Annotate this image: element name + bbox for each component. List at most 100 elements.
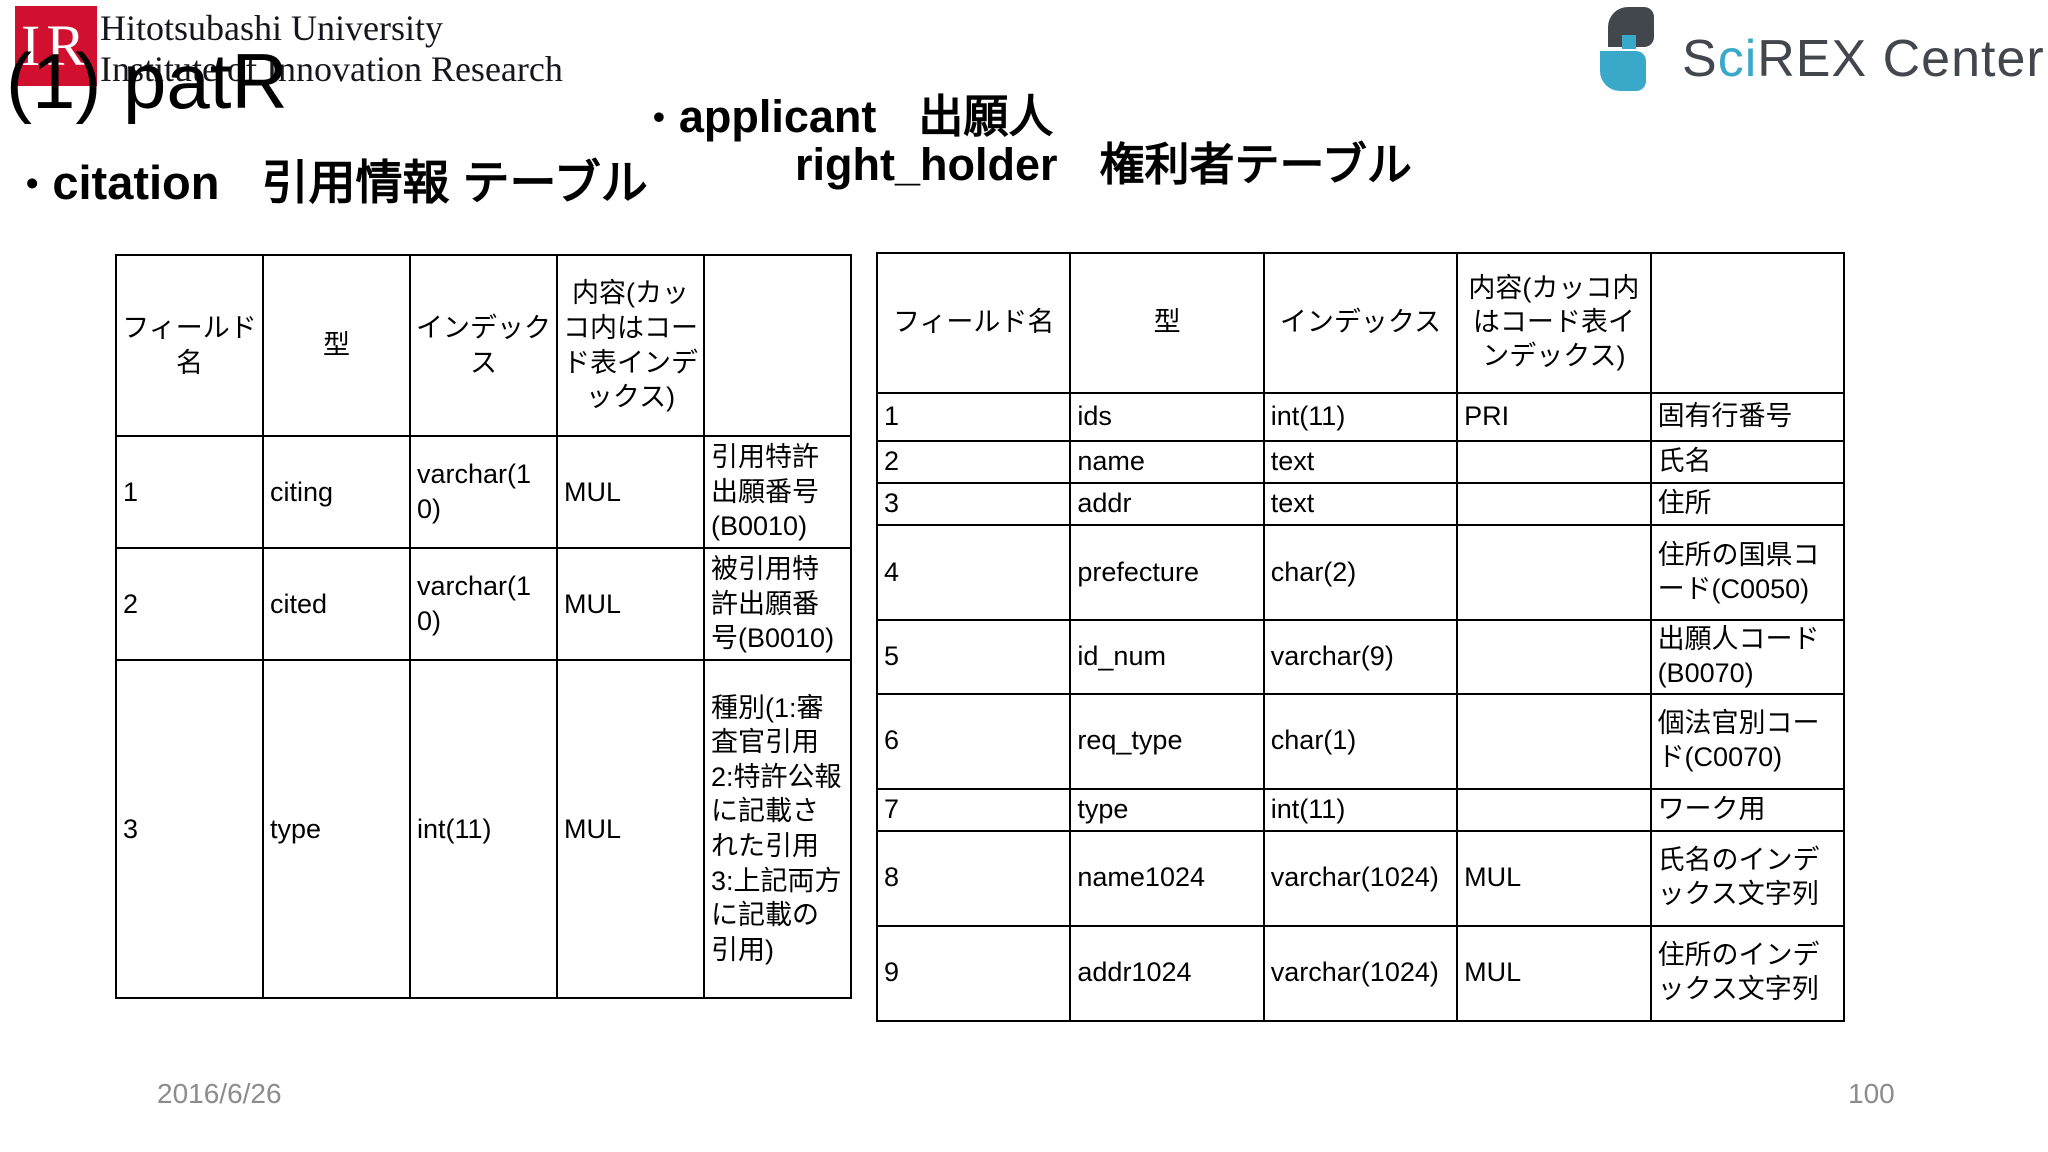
- scirex-icon-teal-shape: [1600, 51, 1646, 91]
- table-cell: name1024: [1069, 829, 1265, 927]
- table-cell: [1456, 787, 1652, 832]
- table-cell: type: [262, 659, 411, 999]
- table-cell: 被引用特許出願番号(B0010): [703, 547, 852, 661]
- university-logo-icon: IR: [15, 6, 97, 86]
- table-cell: MUL: [556, 547, 705, 661]
- column-header: 型: [1069, 252, 1265, 394]
- table-cell: 5: [875, 619, 1072, 695]
- table-cell: 氏名のインデックス文字列: [1649, 829, 1846, 927]
- table-cell: 6: [875, 692, 1072, 790]
- footer-date: 2016/6/26: [157, 1078, 282, 1109]
- scirex-logo-text: SciREX Center: [1682, 29, 2045, 89]
- table-cell: MUL: [556, 659, 705, 999]
- table-cell: int(11): [1262, 392, 1459, 442]
- table-cell: 2: [875, 440, 1072, 484]
- table-cell: MUL: [1456, 829, 1652, 927]
- column-header: フィールド名: [875, 252, 1072, 394]
- table-cell: 固有行番号: [1649, 392, 1846, 442]
- table-cell: 3: [115, 659, 264, 999]
- table-cell: varchar(10): [409, 435, 558, 549]
- column-header: 内容(カッコ内はコード表インデックス): [556, 254, 705, 437]
- university-name: Hitotsubashi University Institute of Inn…: [100, 8, 563, 90]
- table-cell: ワーク用: [1649, 787, 1846, 832]
- scirex-logo-icon: [1600, 7, 1654, 91]
- scirex-text-ci: ci: [1717, 30, 1758, 88]
- scirex-logo: SciREX Center: [1598, 7, 2048, 97]
- university-logo-letters: IR: [21, 13, 91, 78]
- table-cell: 住所: [1649, 482, 1846, 526]
- table-cell: 9: [875, 924, 1072, 1022]
- right-holder-table-label: 権利者テーブル: [1099, 139, 1412, 190]
- column-header: 内容(カッコ内はコード表インデックス): [1456, 252, 1652, 394]
- table-header-row: フィールド名型インデックス内容(カッコ内はコード表インデックス): [115, 254, 852, 437]
- table-cell: [1456, 440, 1652, 484]
- table-cell: text: [1262, 482, 1459, 526]
- bullet-icon: •: [653, 97, 665, 136]
- table-cell: PRI: [1456, 392, 1652, 442]
- table-cell: 個法官別コード(C0070): [1649, 692, 1846, 790]
- table-cell: [1456, 524, 1652, 621]
- table-cell: varchar(9): [1262, 619, 1459, 695]
- table-cell: int(11): [409, 659, 558, 999]
- column-header: フィールド名: [115, 254, 264, 437]
- table-cell: varchar(1024): [1262, 924, 1459, 1022]
- table-cell: 住所の国県コード(C0050): [1649, 524, 1846, 621]
- table-cell: MUL: [1456, 924, 1652, 1022]
- column-header: [1649, 252, 1846, 394]
- table-cell: MUL: [556, 435, 705, 549]
- table-cell: varchar(10): [409, 547, 558, 661]
- right-holder-section-heading: right_holder 権利者テーブル: [795, 128, 1412, 193]
- table-cell: prefecture: [1069, 524, 1265, 621]
- column-header: 型: [262, 254, 411, 437]
- table-cell: id_num: [1069, 619, 1265, 695]
- university-name-line2: Institute of Innovation Research: [100, 49, 563, 89]
- table-cell: 3: [875, 482, 1072, 526]
- table-cell: 住所のインデックス文字列: [1649, 924, 1846, 1022]
- table-cell: addr: [1069, 482, 1265, 526]
- applicant-table-name: applicant: [678, 91, 877, 142]
- table-cell: char(1): [1262, 692, 1459, 790]
- table-header-row: フィールド名型インデックス内容(カッコ内はコード表インデックス): [875, 252, 1846, 394]
- table-cell: cited: [262, 547, 411, 661]
- right-holder-table-name: right_holder: [795, 139, 1058, 190]
- table-cell: 2: [115, 547, 264, 661]
- scirex-text-s: S: [1682, 30, 1718, 88]
- table-cell: int(11): [1262, 787, 1459, 832]
- table-cell: char(2): [1262, 524, 1459, 621]
- table-cell: 7: [875, 787, 1072, 832]
- table-cell: 種別(1:審査官引用 2:特許公報に記載された引用 3:上記両方に記載の引用): [703, 659, 852, 999]
- table-cell: type: [1069, 787, 1265, 832]
- scirex-text-rest: REX Center: [1757, 30, 2045, 88]
- table-cell: [1456, 692, 1652, 790]
- table-cell: varchar(1024): [1262, 829, 1459, 927]
- table-cell: [1456, 482, 1652, 526]
- table-cell: ids: [1069, 392, 1265, 442]
- citation-table-label: 引用情報 テーブル: [261, 156, 648, 209]
- table-cell: 8: [875, 829, 1072, 927]
- table-cell: addr1024: [1069, 924, 1265, 1022]
- citation-table-name: citation: [52, 156, 220, 209]
- table-cell: 1: [115, 435, 264, 549]
- applicant-table-label: 出願人: [918, 91, 1054, 142]
- column-header: インデックス: [1262, 252, 1459, 394]
- university-logo-background: [15, 6, 97, 86]
- table-cell: 出願人コード(B0070): [1649, 619, 1846, 695]
- table-cell: name: [1069, 440, 1265, 484]
- column-header: インデックス: [409, 254, 558, 437]
- table-cell: text: [1262, 440, 1459, 484]
- table-cell: 引用特許出願番号(B0010): [703, 435, 852, 549]
